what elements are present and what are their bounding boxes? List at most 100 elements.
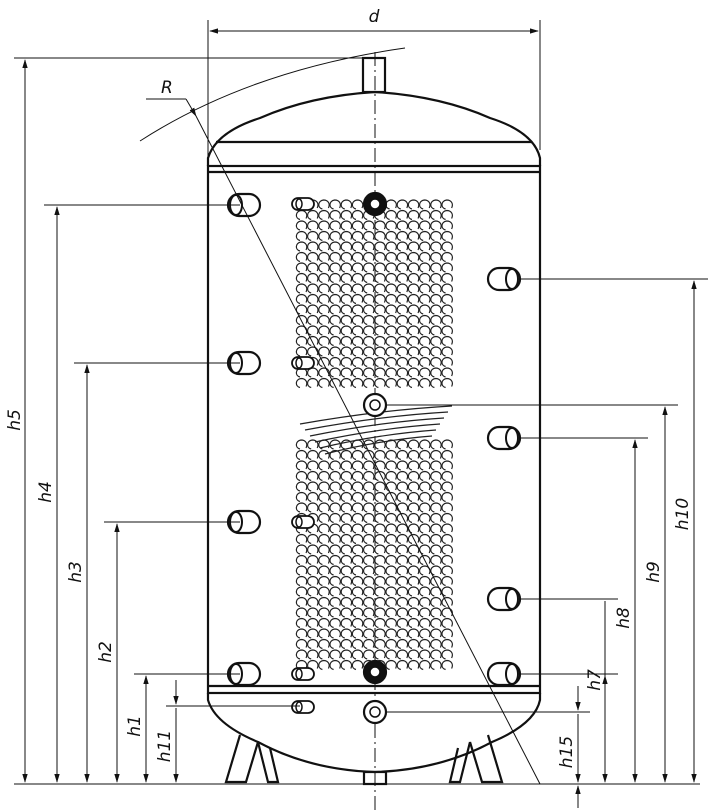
- coil-loop: [407, 367, 420, 378]
- coil-loop: [362, 596, 375, 608]
- coil-loop: [374, 617, 386, 629]
- dimension-labels: d R h5 h4 h3 h2 h1 h11 h15 h7 h8 h9 h10: [5, 7, 693, 768]
- coil-loop: [362, 628, 375, 639]
- radius-arc: [139, 47, 406, 142]
- coil-loop: [441, 230, 453, 242]
- coil-loop: [407, 502, 420, 513]
- coil-loop: [430, 575, 442, 587]
- coil-loop: [318, 512, 330, 524]
- coil-loop: [351, 523, 364, 534]
- coil-loop: [441, 272, 453, 284]
- coil-loop: [309, 417, 445, 437]
- coil-loop: [418, 617, 431, 629]
- coil-loop: [329, 586, 341, 597]
- lower-coil-outlet: [362, 659, 388, 685]
- coil-loop: [351, 377, 364, 389]
- coil-loop: [430, 346, 442, 357]
- coil-loop: [374, 649, 386, 660]
- coil-loop: [418, 220, 431, 231]
- coil-loop: [329, 304, 341, 315]
- coil-loop: [374, 241, 386, 252]
- coil-loop: [295, 460, 308, 471]
- coil-loop: [430, 628, 442, 639]
- coil-loop: [374, 607, 386, 618]
- coil-transition: [299, 405, 453, 455]
- tank-cylinder: [206, 164, 542, 695]
- sensor-port-2: [291, 356, 315, 370]
- coil-loop: [329, 241, 341, 252]
- coil-loop: [324, 435, 433, 455]
- coil-loop: [306, 230, 319, 242]
- coil-loop: [295, 230, 308, 242]
- coil-loop: [441, 575, 453, 587]
- coil-loop: [295, 586, 308, 597]
- coil-loop: [430, 659, 442, 671]
- coil-loop: [318, 314, 330, 326]
- coil-loop: [385, 251, 397, 263]
- coil-loop: [362, 554, 375, 566]
- coil-loop: [385, 304, 397, 315]
- coil-loop: [306, 220, 319, 231]
- coil-loop: [329, 335, 341, 347]
- coil-loop: [430, 554, 442, 566]
- coil-loop: [306, 575, 319, 587]
- port-inner: [369, 666, 381, 678]
- coil-loop: [318, 470, 330, 482]
- coil-loop: [385, 554, 397, 566]
- coil-loop: [441, 241, 453, 252]
- coil-loop: [385, 314, 397, 326]
- coil-loop: [362, 533, 375, 545]
- label-h3: h3: [66, 561, 86, 583]
- coil-loop: [329, 638, 341, 650]
- coil-loop: [318, 346, 330, 357]
- coil-loop: [418, 470, 431, 482]
- coil-loop: [362, 586, 375, 597]
- coil-loop: [318, 449, 330, 461]
- coil-loop: [407, 533, 420, 545]
- coil-loop: [318, 523, 330, 534]
- coil-loop: [295, 502, 308, 513]
- coil-loop: [418, 659, 431, 671]
- coil-loop: [418, 638, 431, 650]
- coil-loop: [306, 460, 319, 471]
- coil-loop: [396, 565, 409, 576]
- lower-coil: [295, 439, 453, 671]
- coil-loop: [374, 251, 386, 263]
- coil-loop: [396, 523, 409, 534]
- coil-loop: [430, 314, 442, 326]
- coil-loop: [374, 272, 386, 284]
- coil-loop: [340, 659, 353, 671]
- coil-loop: [407, 293, 420, 305]
- coil-loop: [306, 304, 319, 315]
- coil-loop: [306, 262, 319, 273]
- coil-loop: [396, 356, 409, 368]
- coil-loop: [306, 565, 319, 576]
- coil-loop: [374, 220, 386, 231]
- coil-loop: [351, 262, 364, 273]
- coil-middle-port: [362, 392, 388, 418]
- coil-loop: [418, 523, 431, 534]
- top-connection-pipe: [361, 56, 387, 94]
- coil-loop: [418, 293, 431, 305]
- coil-loop: [329, 481, 341, 492]
- upper-coil-inlet: [362, 191, 388, 217]
- coil-loop: [430, 512, 442, 524]
- coil-loop: [362, 617, 375, 629]
- coil-loop: [407, 470, 420, 482]
- coil-loop: [340, 262, 353, 273]
- coil-loop: [374, 575, 386, 587]
- coil-loop: [306, 502, 319, 513]
- coil-loop: [385, 325, 397, 336]
- coil-loop: [340, 470, 353, 482]
- coil-loop: [306, 377, 319, 389]
- coil-loop: [441, 523, 453, 534]
- pipe-opening: [505, 427, 519, 449]
- coil-loop: [329, 617, 341, 629]
- coil-loop: [318, 230, 330, 242]
- coil-loop: [396, 209, 409, 221]
- coil-loop: [385, 356, 397, 368]
- coil-loop: [385, 533, 397, 545]
- coil-loop: [329, 533, 341, 545]
- coil-loop: [396, 230, 409, 242]
- coil-loop: [385, 617, 397, 629]
